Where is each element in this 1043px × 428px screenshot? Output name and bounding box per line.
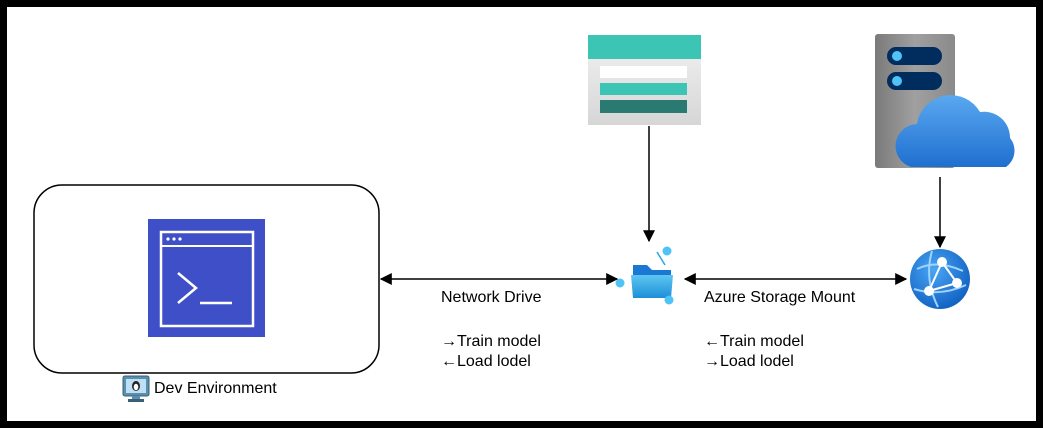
storage-list-icon — [588, 35, 701, 125]
network-drive-train-line: →Train model — [441, 333, 541, 350]
network-drive-label: Network Drive — [441, 289, 542, 306]
dev-environment-label: Dev Environment — [154, 380, 277, 397]
azure-storage-mount-label: Azure Storage Mount — [704, 289, 856, 306]
app-service-globe-icon — [910, 249, 970, 309]
architecture-diagram: Dev Environment Network Drive →Train mod… — [7, 7, 1036, 421]
linux-monitor-icon — [122, 375, 150, 402]
terminal-window-icon — [148, 219, 265, 337]
cloud-server-icon — [875, 34, 1015, 168]
azure-mount-load-line: →Load lodel — [704, 353, 794, 370]
diagram-canvas — [33, 34, 1015, 402]
azure-mount-train-line: ←Train model — [704, 333, 804, 350]
network-drive-load-line: ←Load lodel — [441, 353, 531, 370]
shared-folder-icon — [615, 246, 674, 305]
